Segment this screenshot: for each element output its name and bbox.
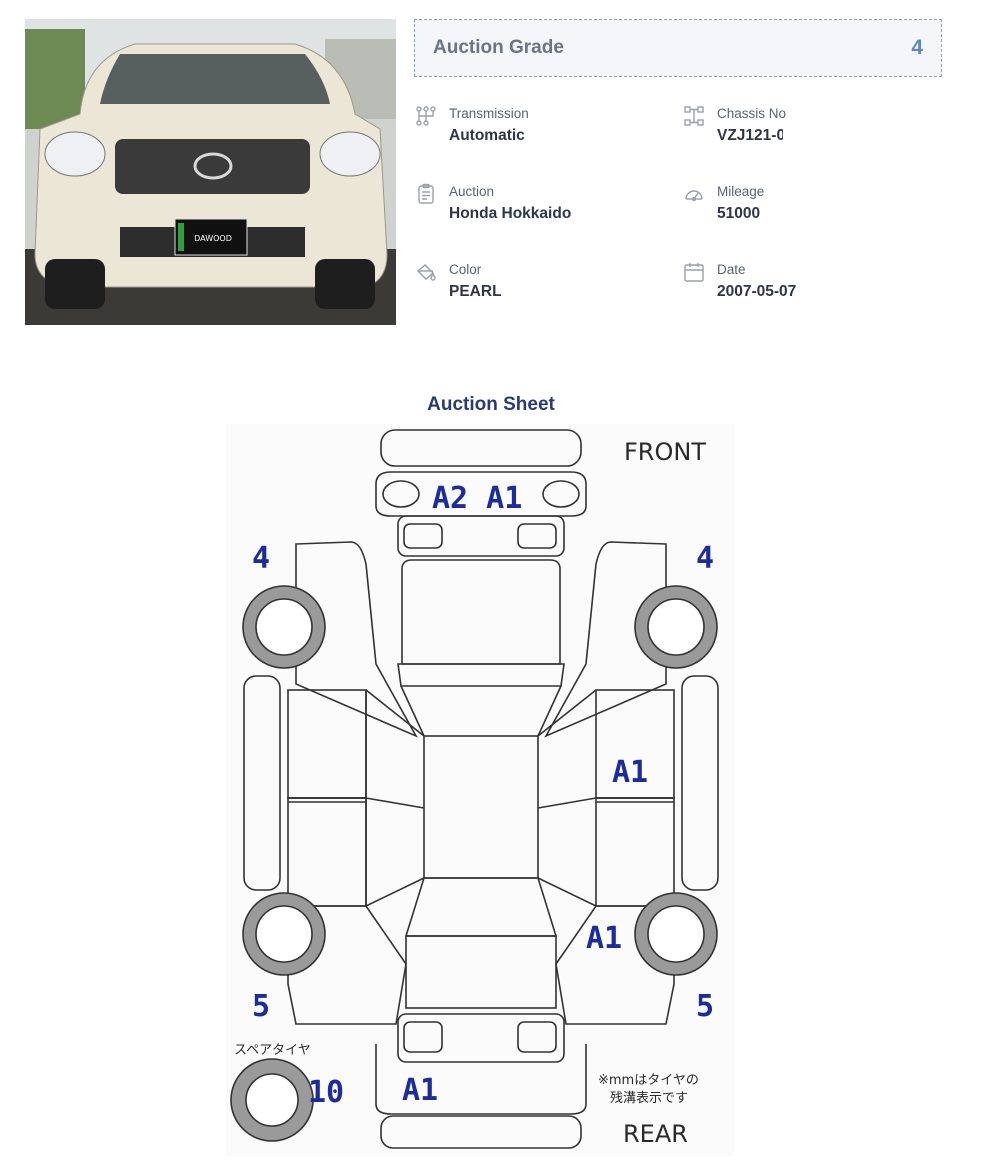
spec-label: Transmission — [449, 106, 529, 121]
sheet-note-line2: 残溝表示です — [610, 1091, 688, 1106]
spec-mileage: Mileage 51000 — [683, 183, 793, 227]
sheet-rear-label: REAR — [623, 1120, 688, 1148]
clipboard-icon — [415, 183, 437, 205]
mark-right-rear-quarter: A1 — [586, 921, 622, 956]
paint-bucket-icon — [415, 261, 437, 283]
spec-date: Date 2007-05-07 — [683, 261, 923, 305]
mark-tire-front-right: 4 — [696, 541, 714, 576]
sheet-note-line1: ※mmはタイヤの — [598, 1073, 699, 1088]
spec-value: Honda Hokkaido — [449, 205, 572, 222]
mark-right-front-door: A1 — [612, 755, 648, 790]
spare-tire-label: スペアタイヤ — [234, 1043, 311, 1058]
spec-value: VZJ121-0 — [717, 127, 783, 144]
plate-text: DAWOOD — [194, 234, 232, 243]
spec-chassis: Chassis No VZJ121-0 — [683, 105, 787, 149]
spec-transmission: Transmission Automatic — [415, 105, 655, 149]
speedometer-icon — [683, 183, 705, 205]
spec-color: Color PEARL — [415, 261, 655, 305]
spec-value: 2007-05-07 — [717, 283, 797, 300]
auction-grade-value: 4 — [911, 36, 923, 59]
spec-label: Auction — [449, 184, 495, 199]
spec-label: Chassis No — [717, 106, 787, 121]
mark-tire-rear-right: 5 — [696, 989, 714, 1024]
calendar-icon — [683, 261, 705, 283]
spec-auction: Auction Honda Hokkaido — [415, 183, 655, 227]
mark-front-bumper: A2 A1 — [432, 481, 522, 516]
chassis-icon — [683, 105, 705, 127]
car-photo: DAWOOD — [25, 19, 396, 325]
sheet-front-label: FRONT — [624, 438, 706, 466]
auction-grade-box: Auction Grade 4 — [414, 19, 942, 77]
spec-value: Automatic — [449, 127, 525, 144]
mark-rear-bumper: A1 — [402, 1073, 438, 1108]
mark-tire-front-left: 4 — [252, 541, 270, 576]
auction-sheet-title: Auction Sheet — [427, 394, 555, 415]
mark-tire-rear-left: 5 — [252, 989, 270, 1024]
spec-value: PEARL — [449, 283, 502, 300]
spec-label: Color — [449, 262, 482, 277]
auction-grade-label: Auction Grade — [433, 37, 564, 58]
auction-sheet-image: FRONT REAR A2 A1 4 4 A1 A1 5 5 10 A1 スペア… — [226, 424, 735, 1156]
mark-spare-tire: 10 — [308, 1075, 344, 1110]
spec-value: 51000 — [717, 205, 761, 222]
spec-label: Mileage — [717, 184, 765, 199]
spec-label: Date — [717, 262, 746, 277]
transmission-icon — [415, 105, 437, 127]
